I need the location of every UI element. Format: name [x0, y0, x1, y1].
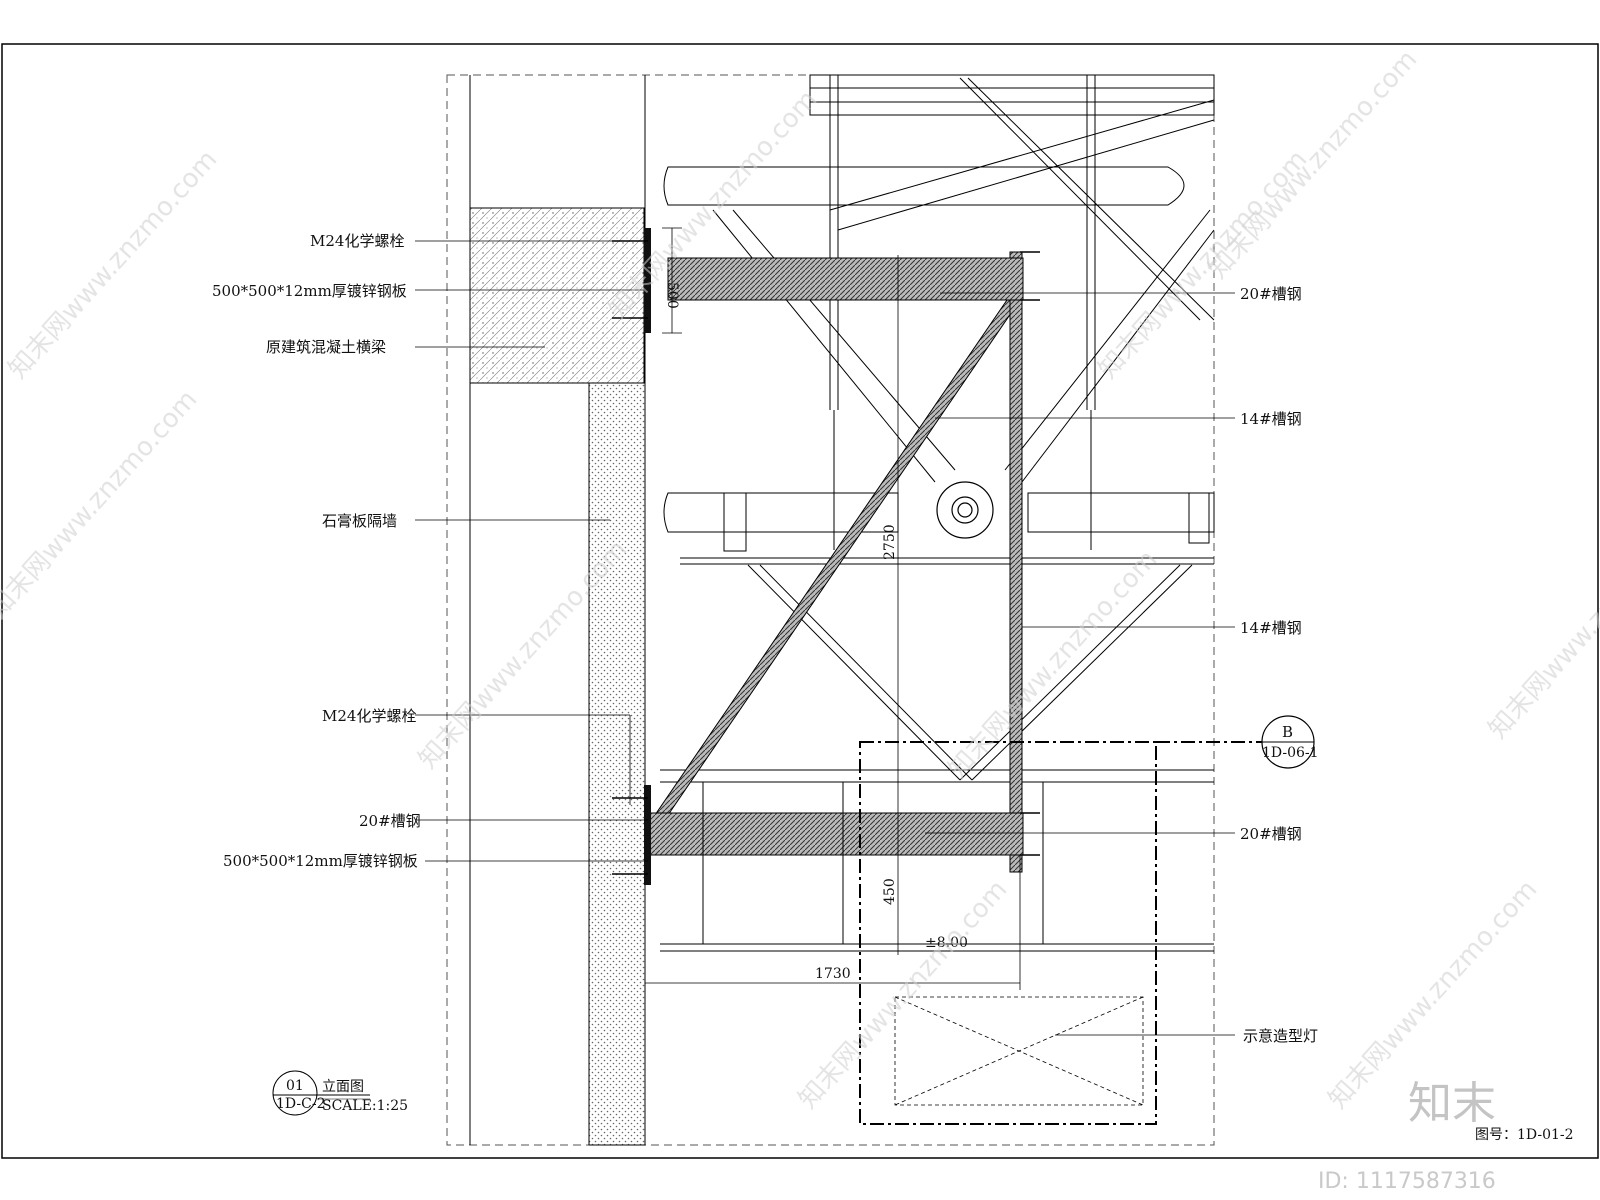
leader-lines [415, 240, 1235, 1036]
ball-joint-node [936, 481, 994, 539]
watermark-text: 知末网www.znzmo.com [0, 385, 203, 625]
concrete-beam [469, 207, 645, 384]
lamp-frame [859, 741, 1157, 1125]
label-channel20-right-top: 20#槽钢 [1240, 285, 1302, 303]
watermark-text: 知末网www.znzmo.com [3, 145, 223, 385]
dim-horizontal: 1730 [815, 966, 851, 982]
section-letter: B [1282, 723, 1293, 741]
watermark-id: ID: 1117587316 [1318, 1169, 1496, 1194]
label-concrete-beam: 原建筑混凝土横梁 [266, 338, 386, 356]
label-channel14-upper: 14#槽钢 [1240, 410, 1302, 428]
steel-plate-bottom [644, 785, 651, 885]
watermark-brand: 知末 [1408, 1078, 1496, 1129]
label-m24-bolt-bottom: M24化学螺栓 [322, 707, 416, 725]
watermark-text: 知末网www.znzmo.com [793, 875, 1013, 1115]
dim-lower: 450 [882, 878, 898, 905]
roof-truss [660, 74, 1215, 952]
label-m24-bolt-top: M24化学螺栓 [310, 232, 404, 250]
label-plate-top: 500*500*12mm厚镀锌钢板 [212, 282, 407, 300]
label-channel20-right-bottom: 20#槽钢 [1240, 825, 1302, 843]
watermark-text: 知末网www.znzmo.com [943, 545, 1163, 785]
lamp-symbol [894, 996, 1144, 1106]
label-channel14-lower: 14#槽钢 [1240, 619, 1302, 637]
dim-plate-height: 500 [664, 282, 680, 309]
label-lamp: 示意造型灯 [1243, 1027, 1318, 1045]
dim-vertical: 2750 [882, 524, 898, 560]
hanger-rods [702, 782, 1044, 944]
view-sheet: 1D-C-2 [276, 1096, 325, 1112]
channel-end-caps [1020, 251, 1040, 856]
section-marker: B 1D-06-1 [1261, 715, 1319, 769]
view-name: 立面图 [322, 1079, 364, 1095]
view-scale: SCALE:1:25 [322, 1098, 408, 1114]
dimension-lines [645, 227, 1021, 990]
steel-plate-top [644, 228, 651, 333]
label-plate-bottom: 500*500*12mm厚镀锌钢板 [223, 852, 418, 870]
watermark-text: 知末网www.znzmo.com [1203, 45, 1423, 285]
label-channel20-left: 20#槽钢 [359, 812, 421, 830]
gypsum-wall [588, 382, 646, 1146]
drawing-number: 图号：1D-01-2 [1475, 1127, 1574, 1143]
drawing-border [1, 43, 1599, 1159]
view-number: 01 [286, 1078, 304, 1094]
watermark-text: 知末网www.znzmo.com [1483, 505, 1600, 745]
bottom-channel-20 [649, 812, 1024, 856]
section-sheet: 1D-06-1 [1262, 745, 1319, 761]
dim-elevation: ±8.00 [925, 935, 968, 951]
view-title: 01 1D-C-2 立面图 SCALE:1:25 [272, 1070, 408, 1116]
label-gypsum-wall: 石膏板隔墙 [322, 512, 397, 530]
top-channel-20 [667, 257, 1024, 301]
vertical-channel-14 [1009, 251, 1023, 873]
